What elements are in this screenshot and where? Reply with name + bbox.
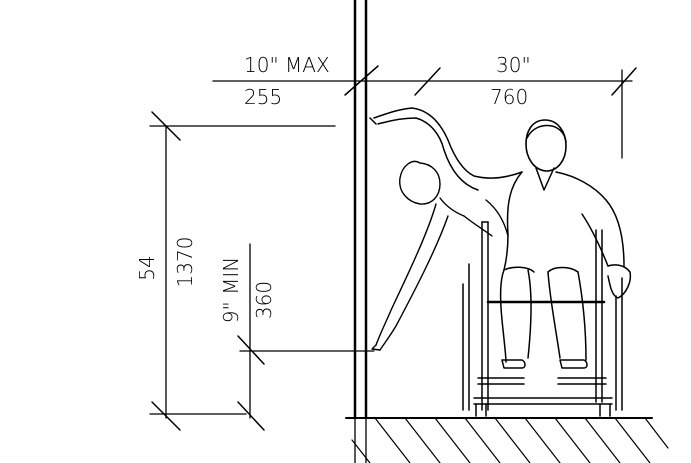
max-height-imperial-label: 54	[135, 255, 159, 280]
clear-width-imperial-label: 30"	[496, 53, 531, 77]
seated-person	[499, 119, 632, 369]
tick-reach-start	[414, 67, 441, 96]
wall	[353, 0, 368, 420]
min-height-imperial-label: 9" MIN	[219, 257, 243, 323]
min-height-dimension	[237, 243, 375, 431]
tick-wall	[344, 65, 379, 96]
reaching-arm-high	[369, 107, 523, 191]
max-height-metric-label: 1370	[173, 237, 197, 288]
max-height-dimension	[149, 111, 336, 431]
top-dimension-line	[212, 65, 637, 159]
tick-reach-end	[611, 67, 637, 96]
min-height-metric-label: 360	[252, 281, 276, 319]
side-reach-metric-label: 255	[244, 85, 282, 109]
head	[525, 119, 567, 172]
clear-width-metric-label: 760	[490, 85, 528, 109]
wheelchair	[462, 221, 623, 417]
floor	[345, 417, 669, 463]
side-reach-imperial-label: 10" MAX	[244, 53, 330, 77]
dimension-labels: 10" MAX 255 30" 760 54 1370 9" MIN 360	[135, 53, 531, 323]
floor-hatching	[351, 417, 669, 463]
ghost-figure-low-reach	[371, 160, 509, 351]
